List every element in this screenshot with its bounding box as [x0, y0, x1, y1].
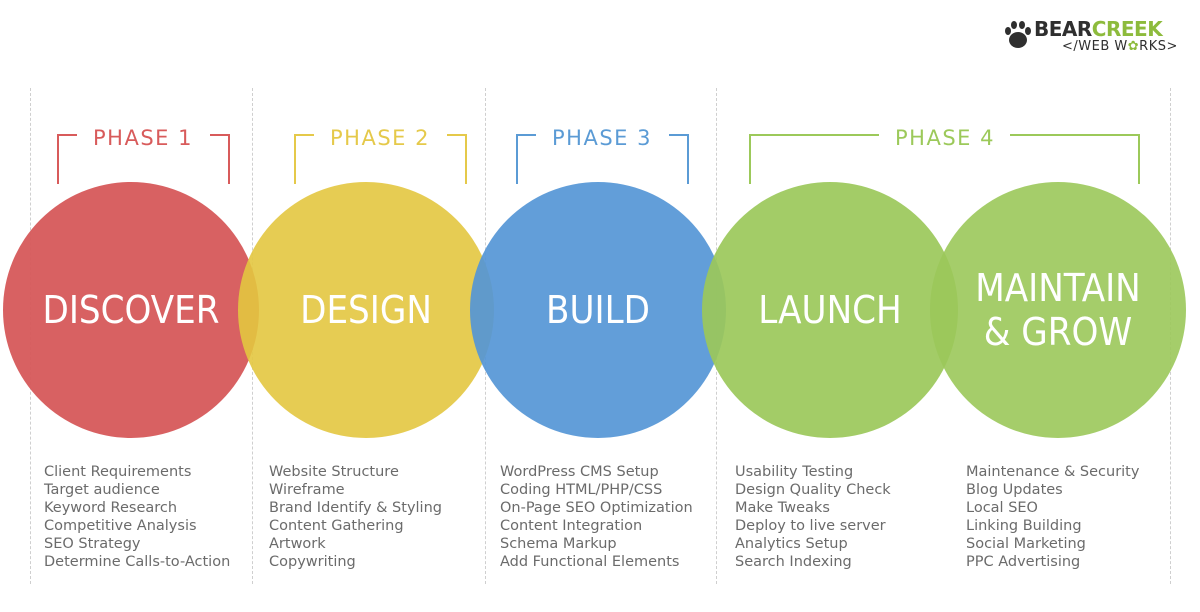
stage-title-line: LAUNCH: [758, 288, 902, 332]
list-item: Design Quality Check: [735, 482, 891, 498]
list-item: Coding HTML/PHP/CSS: [500, 482, 663, 498]
phase-1-label: PHASE 1: [93, 126, 193, 150]
stage-title-line: MAINTAIN: [975, 266, 1141, 310]
phase-3-label: PHASE 3: [552, 126, 652, 150]
phase-2-label: PHASE 2: [330, 126, 430, 150]
stage-items-launch: Usability Testing Design Quality Check M…: [735, 463, 891, 571]
list-item: Target audience: [44, 482, 160, 498]
list-item: Local SEO: [966, 500, 1038, 516]
list-item: Content Integration: [500, 518, 643, 534]
bearcreek-logo: BEARCREEK </WEB W✿RKS>: [1004, 18, 1180, 58]
logo-word-creek: CREEK: [1091, 17, 1163, 41]
logo-wordmark: BEARCREEK: [1034, 17, 1163, 41]
list-item: Competitive Analysis: [44, 518, 197, 534]
circle-maintain-grow: [930, 182, 1186, 438]
list-item: SEO Strategy: [44, 536, 141, 552]
stage-title-maintain-grow: MAINTAIN & GROW: [975, 266, 1140, 354]
circle-discover: [3, 182, 259, 438]
logo-tagline-start: </WEB W: [1062, 39, 1128, 54]
list-item: Brand Identify & Styling: [269, 500, 442, 516]
logo-tagline-end: RKS>: [1139, 39, 1178, 54]
stage-title-launch: LAUNCH: [758, 288, 901, 332]
circle-launch: [702, 182, 958, 438]
list-item: WordPress CMS Setup: [500, 464, 659, 480]
bear-paw-icon: [1005, 21, 1031, 48]
stage-items-design: Website Structure Wireframe Brand Identi…: [269, 463, 442, 571]
list-item: Schema Markup: [500, 536, 617, 552]
list-item: Analytics Setup: [735, 536, 848, 552]
list-item: Make Tweaks: [735, 500, 830, 516]
stage-title-design: DESIGN: [300, 288, 432, 332]
stage-title-line: & GROW: [983, 310, 1133, 354]
stage-items-maintain-grow: Maintenance & Security Blog Updates Loca…: [966, 463, 1139, 571]
list-item: Determine Calls-to-Action: [44, 554, 231, 570]
stage-title-discover: DISCOVER: [43, 288, 220, 332]
stage-title-line: DISCOVER: [42, 288, 220, 332]
list-item: Copywriting: [269, 554, 356, 570]
list-item: Usability Testing: [735, 464, 854, 480]
circle-build: [470, 182, 726, 438]
list-item: PPC Advertising: [966, 554, 1081, 570]
list-item: On-Page SEO Optimization: [500, 500, 693, 516]
list-item: Deploy to live server: [735, 518, 886, 534]
logo-tagline: </WEB W✿RKS>: [1062, 39, 1178, 55]
circle-design: [238, 182, 494, 438]
list-item: Blog Updates: [966, 482, 1063, 498]
gear-icon: ✿: [1127, 39, 1140, 54]
list-item: Wireframe: [269, 482, 345, 498]
list-item: Artwork: [269, 536, 326, 552]
phase-4-label: PHASE 4: [895, 126, 995, 150]
stage-title-line: BUILD: [546, 288, 650, 332]
stage-title-build: BUILD: [546, 288, 650, 332]
logo-word-bear: BEAR: [1034, 17, 1092, 41]
stage-items-discover: Client Requirements Target audience Keyw…: [44, 463, 230, 571]
list-item: Maintenance & Security: [966, 464, 1140, 480]
list-item: Add Functional Elements: [500, 554, 680, 570]
list-item: Website Structure: [269, 464, 399, 480]
list-item: Content Gathering: [269, 518, 404, 534]
list-item: Keyword Research: [44, 500, 178, 516]
list-item: Linking Building: [966, 518, 1082, 534]
list-item: Client Requirements: [44, 464, 192, 480]
stage-items-build: WordPress CMS Setup Coding HTML/PHP/CSS …: [500, 463, 693, 571]
list-item: Social Marketing: [966, 536, 1086, 552]
list-item: Search Indexing: [735, 554, 852, 570]
stage-title-line: DESIGN: [300, 288, 432, 332]
